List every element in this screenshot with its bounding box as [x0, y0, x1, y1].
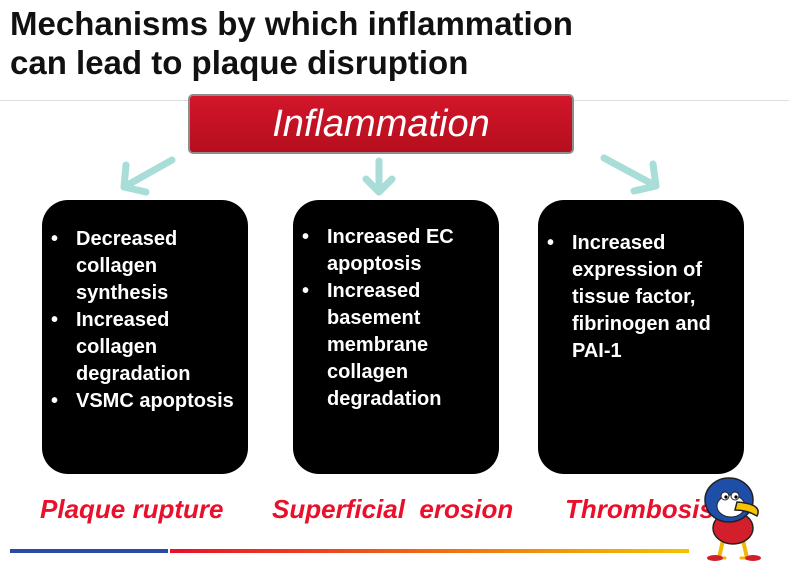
inflammation-box: Inflammation — [188, 94, 574, 154]
slide-title: Mechanisms by which inflammation can lea… — [10, 4, 770, 82]
list-item: Increased collagen degradation — [46, 307, 238, 388]
list-item: VSMC apoptosis — [46, 388, 238, 415]
footer-bar-blue — [10, 549, 168, 553]
arrow-right-icon — [600, 154, 660, 195]
list-item: Increased EC apoptosis — [297, 224, 491, 278]
arrow-down-icon — [362, 157, 396, 196]
title-line-2: can lead to plaque disruption — [10, 44, 469, 81]
inflammation-label: Inflammation — [272, 102, 490, 145]
outcome-thrombosis: Thrombosis — [565, 494, 714, 524]
mechanism-card-thrombosis: Increased expression of tissue factor, f… — [538, 200, 744, 474]
arrow-left-icon — [120, 156, 176, 196]
outcome-plaque-rupture: Plaque rupture — [40, 494, 224, 524]
list-item: Increased basement membrane collagen deg… — [297, 278, 491, 413]
list-item: Decreased collagen synthesis — [46, 226, 238, 307]
title-line-1: Mechanisms by which inflammation — [10, 5, 573, 42]
outcome-superficial-erosion: Superficial erosion — [272, 494, 514, 524]
mechanism-card-superficial-erosion: Increased EC apoptosis Increased basemen… — [293, 200, 499, 474]
list-item: Increased expression of tissue factor, f… — [542, 230, 736, 365]
footer-bar-gradient — [170, 549, 689, 553]
mechanism-card-plaque-rupture: Decreased collagen synthesis Increased c… — [42, 200, 248, 474]
jayhawk-mascot-icon — [704, 477, 761, 561]
